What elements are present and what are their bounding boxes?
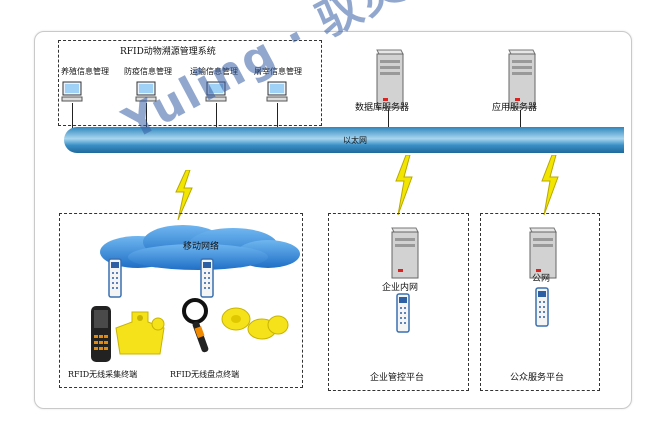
ear-tag-icon [115,311,165,355]
public-server-icon [529,227,557,279]
inventory-terminal-label: RFID无线盘点终端 [170,370,240,379]
database-server-label: 数据库服务器 [355,103,410,113]
collection-terminal-label: RFID无线采集终端 [68,370,138,379]
connector-line [146,103,147,128]
module-epidemic-label: 防疫信息管理 [124,67,172,76]
public-platform-box [480,213,600,391]
application-server-icon [508,49,536,109]
button-tags-icon [221,307,289,340]
public-network-label: 公网 [532,274,551,284]
intranet-label: 企业内网 [382,283,419,293]
workstation-icon [266,81,288,102]
rfid-reader-icon [108,258,122,298]
wireless-bolt-icon [395,155,413,215]
rfid-reader-icon [535,287,549,327]
connector-line [277,103,278,128]
wireless-bolt-icon [541,155,559,215]
module-slaughter-label: 屠宰信息管理 [254,67,302,76]
module-breeding-label: 养殖信息管理 [61,67,109,76]
workstation-icon [205,81,227,102]
ethernet-bus [64,127,624,153]
system-title: RFID动物溯源管理系统 [120,47,216,57]
management-system-box [58,40,322,126]
terminals-box [59,213,303,388]
ethernet-label: 以太网 [343,136,367,145]
rfid-reader-icon [200,258,214,298]
mobile-network-label: 移动网络 [183,242,220,252]
application-server-label: 应用服务器 [492,103,538,113]
wand-reader-icon [182,298,209,353]
mobile-network-cloud-icon [100,225,300,270]
connector-line [72,103,73,128]
wireless-bolt-icon [175,170,193,220]
handheld-terminal-icon [91,306,111,362]
workstation-icon [61,81,83,102]
connector-line [388,110,389,128]
enterprise-platform-box [328,213,469,391]
connector-line [520,110,521,128]
public-platform-label: 公众服务平台 [510,373,565,383]
enterprise-platform-label: 企业管控平台 [370,373,425,383]
database-server-icon [376,49,404,109]
workstation-icon [135,81,157,102]
module-transport-label: 运输信息管理 [190,67,238,76]
connector-line [216,103,217,128]
rfid-reader-icon [396,293,410,333]
intranet-server-icon [391,227,419,279]
